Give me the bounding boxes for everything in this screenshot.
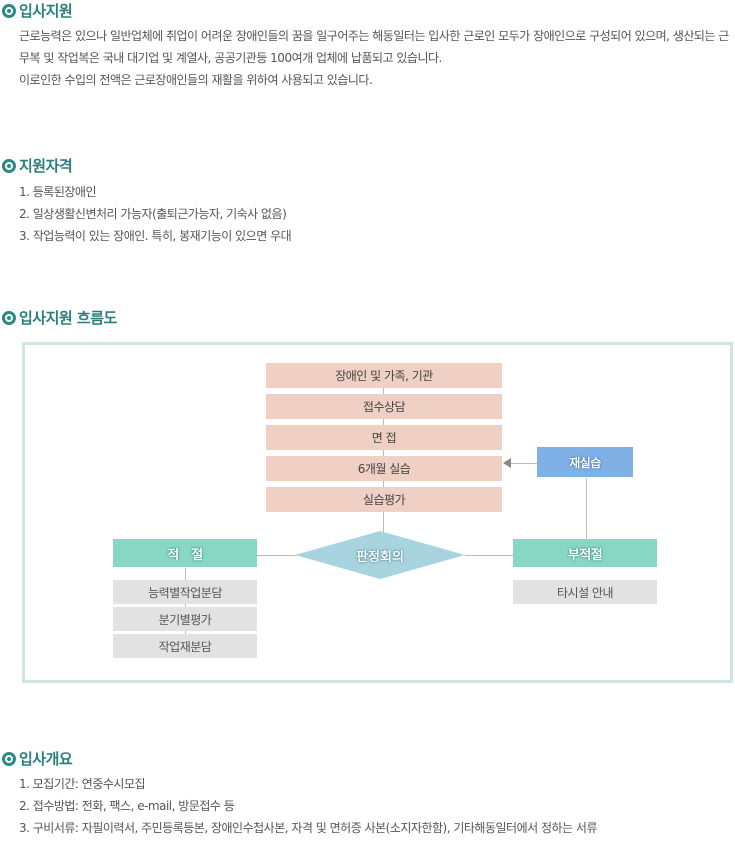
flow-step: 면 접 [266,425,502,450]
flow-step: 실습평가 [266,487,502,512]
intro-paragraph-text: 근로능력은 있으나 일반업체에 취업이 어려운 장애인들의 꿈을 일구어주는 해… [19,29,729,65]
intro-title-text: 입사지원 [19,2,73,20]
overview-title-text: 입사개요 [19,750,73,768]
qualification-title-text: 지원자격 [19,157,73,175]
list-item: 2. 일상생활신변처리 가능자(출퇴근가능자, 기숙사 없음) [19,207,287,221]
list-item: 3. 작업능력이 있는 장애인. 특히, 봉재기능이 있으면 우대 [19,229,292,243]
qualification-list: 1. 등록된장애인 2. 일상생활신변처리 가능자(출퇴근가능자, 기숙사 없음… [19,181,292,247]
flow-step: 장애인 및 가족, 기관 [266,363,502,388]
intro-paragraph-text-2: 이로인한 수입의 전액은 근로장애인들의 재활을 위하여 사용되고 있습니다. [19,73,373,87]
qualification-section-title: 지원자격 [2,155,73,176]
list-item: 3. 구비서류: 자필이력서, 주민등록등본, 장애인수첩사본, 자격 및 면허… [19,821,598,835]
flow-step: 접수상담 [266,394,502,419]
flow-left-line [257,555,297,556]
target-bullet-icon [2,3,16,18]
decision-label: 판정회의 [356,549,404,565]
overview-section-title: 입사개요 [2,748,73,769]
flow-diagram: 장애인 및 가족, 기관 접수상담 면 접 6개월 실습 실습평가 재실습 판정… [22,342,733,683]
suitable-step: 분기별평가 [113,607,257,631]
suitable-box: 적 절 [113,539,257,567]
target-bullet-icon [2,310,16,325]
list-item: 1. 모집기간: 연중수시모집 [19,777,146,791]
suitable-step: 작업재분담 [113,634,257,658]
flow-title-text: 입사지원 흐름도 [19,309,117,327]
retraining-line [586,478,587,540]
list-item: 1. 등록된장애인 [19,185,97,199]
decision-diamond [295,531,465,579]
intro-paragraph: 근로능력은 있으나 일반업체에 취업이 어려운 장애인들의 꿈을 일구어주는 해… [19,25,735,91]
suitable-step: 능력별작업분담 [113,580,257,604]
flow-right-line [465,555,513,556]
overview-list: 1. 모집기간: 연중수시모집 2. 접수방법: 전화, 팩스, e-mail,… [19,773,598,839]
left-arrow-icon [503,458,511,468]
unsuitable-box: 부적절 [513,539,657,567]
flow-step: 6개월 실습 [266,456,502,481]
target-bullet-icon [2,751,16,766]
list-item: 2. 접수방법: 전화, 팩스, e-mail, 방문접수 등 [19,799,235,813]
intro-section-title: 입사지원 [2,0,73,21]
flow-section-title: 입사지원 흐름도 [2,307,117,328]
retraining-box: 재실습 [537,447,633,477]
target-bullet-icon [2,158,16,173]
retraining-arrow-line [511,463,537,464]
unsuitable-step: 타시설 안내 [513,580,657,604]
